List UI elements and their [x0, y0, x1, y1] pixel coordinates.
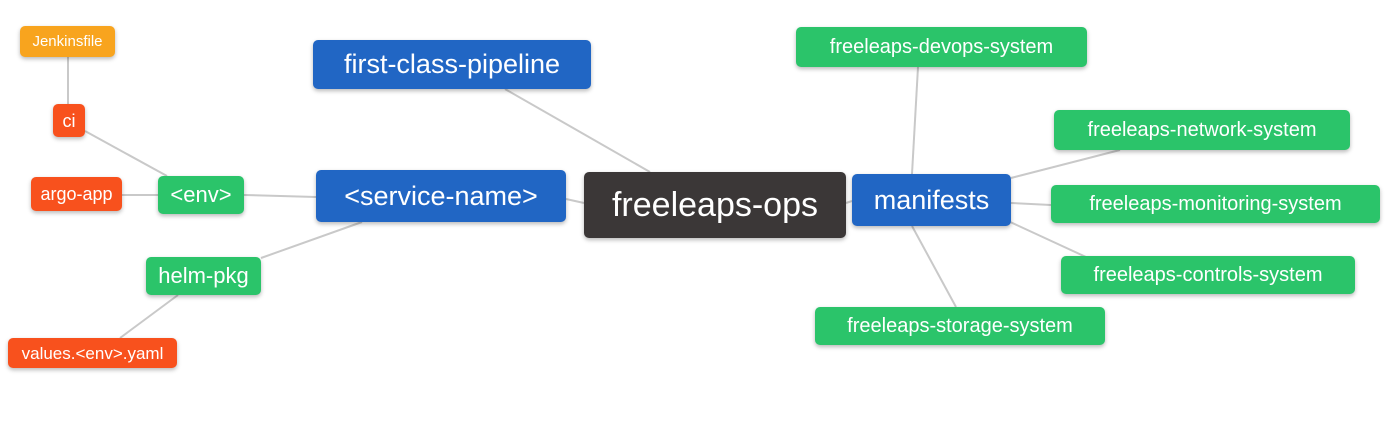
- node-monitoring-system[interactable]: freeleaps-monitoring-system: [1051, 185, 1380, 223]
- edge-manifests-to-monitoring-system: [1010, 202, 1052, 206]
- node-label: freeleaps-monitoring-system: [1089, 193, 1342, 215]
- node-first-class-pipeline[interactable]: first-class-pipeline: [313, 40, 591, 89]
- node-service-name[interactable]: <service-name>: [316, 170, 566, 222]
- node-label: freeleaps-ops: [611, 186, 818, 224]
- node-label: freeleaps-controls-system: [1093, 264, 1323, 286]
- edge-manifests-to-devops-system: [911, 66, 919, 175]
- node-label: Jenkinsfile: [32, 33, 103, 50]
- node-devops-system[interactable]: freeleaps-devops-system: [796, 27, 1087, 67]
- node-label: freeleaps-storage-system: [847, 315, 1073, 337]
- node-values-env-yaml[interactable]: values.<env>.yaml: [8, 338, 177, 368]
- node-manifests[interactable]: manifests: [852, 174, 1011, 226]
- edge-manifests-to-network-system: [1010, 149, 1121, 179]
- node-label: freeleaps-network-system: [1087, 119, 1317, 141]
- node-label: <service-name>: [344, 180, 538, 211]
- node-label: argo-app: [40, 184, 113, 204]
- node-label: ci: [62, 110, 76, 131]
- node-label: <env>: [170, 182, 232, 207]
- edge-service-name-to-freeleaps-ops: [565, 198, 585, 204]
- edge-manifests-to-storage-system: [911, 225, 957, 308]
- node-ci[interactable]: ci: [53, 104, 85, 137]
- edge-manifests-to-controls-system: [1007, 220, 1087, 258]
- edge-env-to-service-name: [243, 194, 317, 198]
- node-jenkinsfile[interactable]: Jenkinsfile: [20, 26, 115, 57]
- node-label: helm-pkg: [158, 263, 249, 288]
- node-label: freeleaps-devops-system: [829, 36, 1054, 58]
- edge-values-env-yaml-to-helm-pkg: [119, 294, 179, 339]
- node-label: manifests: [873, 184, 990, 215]
- node-controls-system[interactable]: freeleaps-controls-system: [1061, 256, 1355, 294]
- edge-helm-pkg-to-service-name: [260, 221, 363, 259]
- node-helm-pkg[interactable]: helm-pkg: [146, 257, 261, 295]
- edge-first-class-pipeline-to-freeleaps-ops: [504, 88, 651, 173]
- node-label: first-class-pipeline: [343, 49, 561, 79]
- node-argo-app[interactable]: argo-app: [31, 177, 122, 211]
- node-storage-system[interactable]: freeleaps-storage-system: [815, 307, 1105, 345]
- node-network-system[interactable]: freeleaps-network-system: [1054, 110, 1350, 150]
- edge-ci-to-env: [84, 130, 168, 177]
- node-freeleaps-ops[interactable]: freeleaps-ops: [584, 172, 846, 238]
- node-env[interactable]: <env>: [158, 176, 244, 214]
- node-label: values.<env>.yaml: [21, 343, 164, 363]
